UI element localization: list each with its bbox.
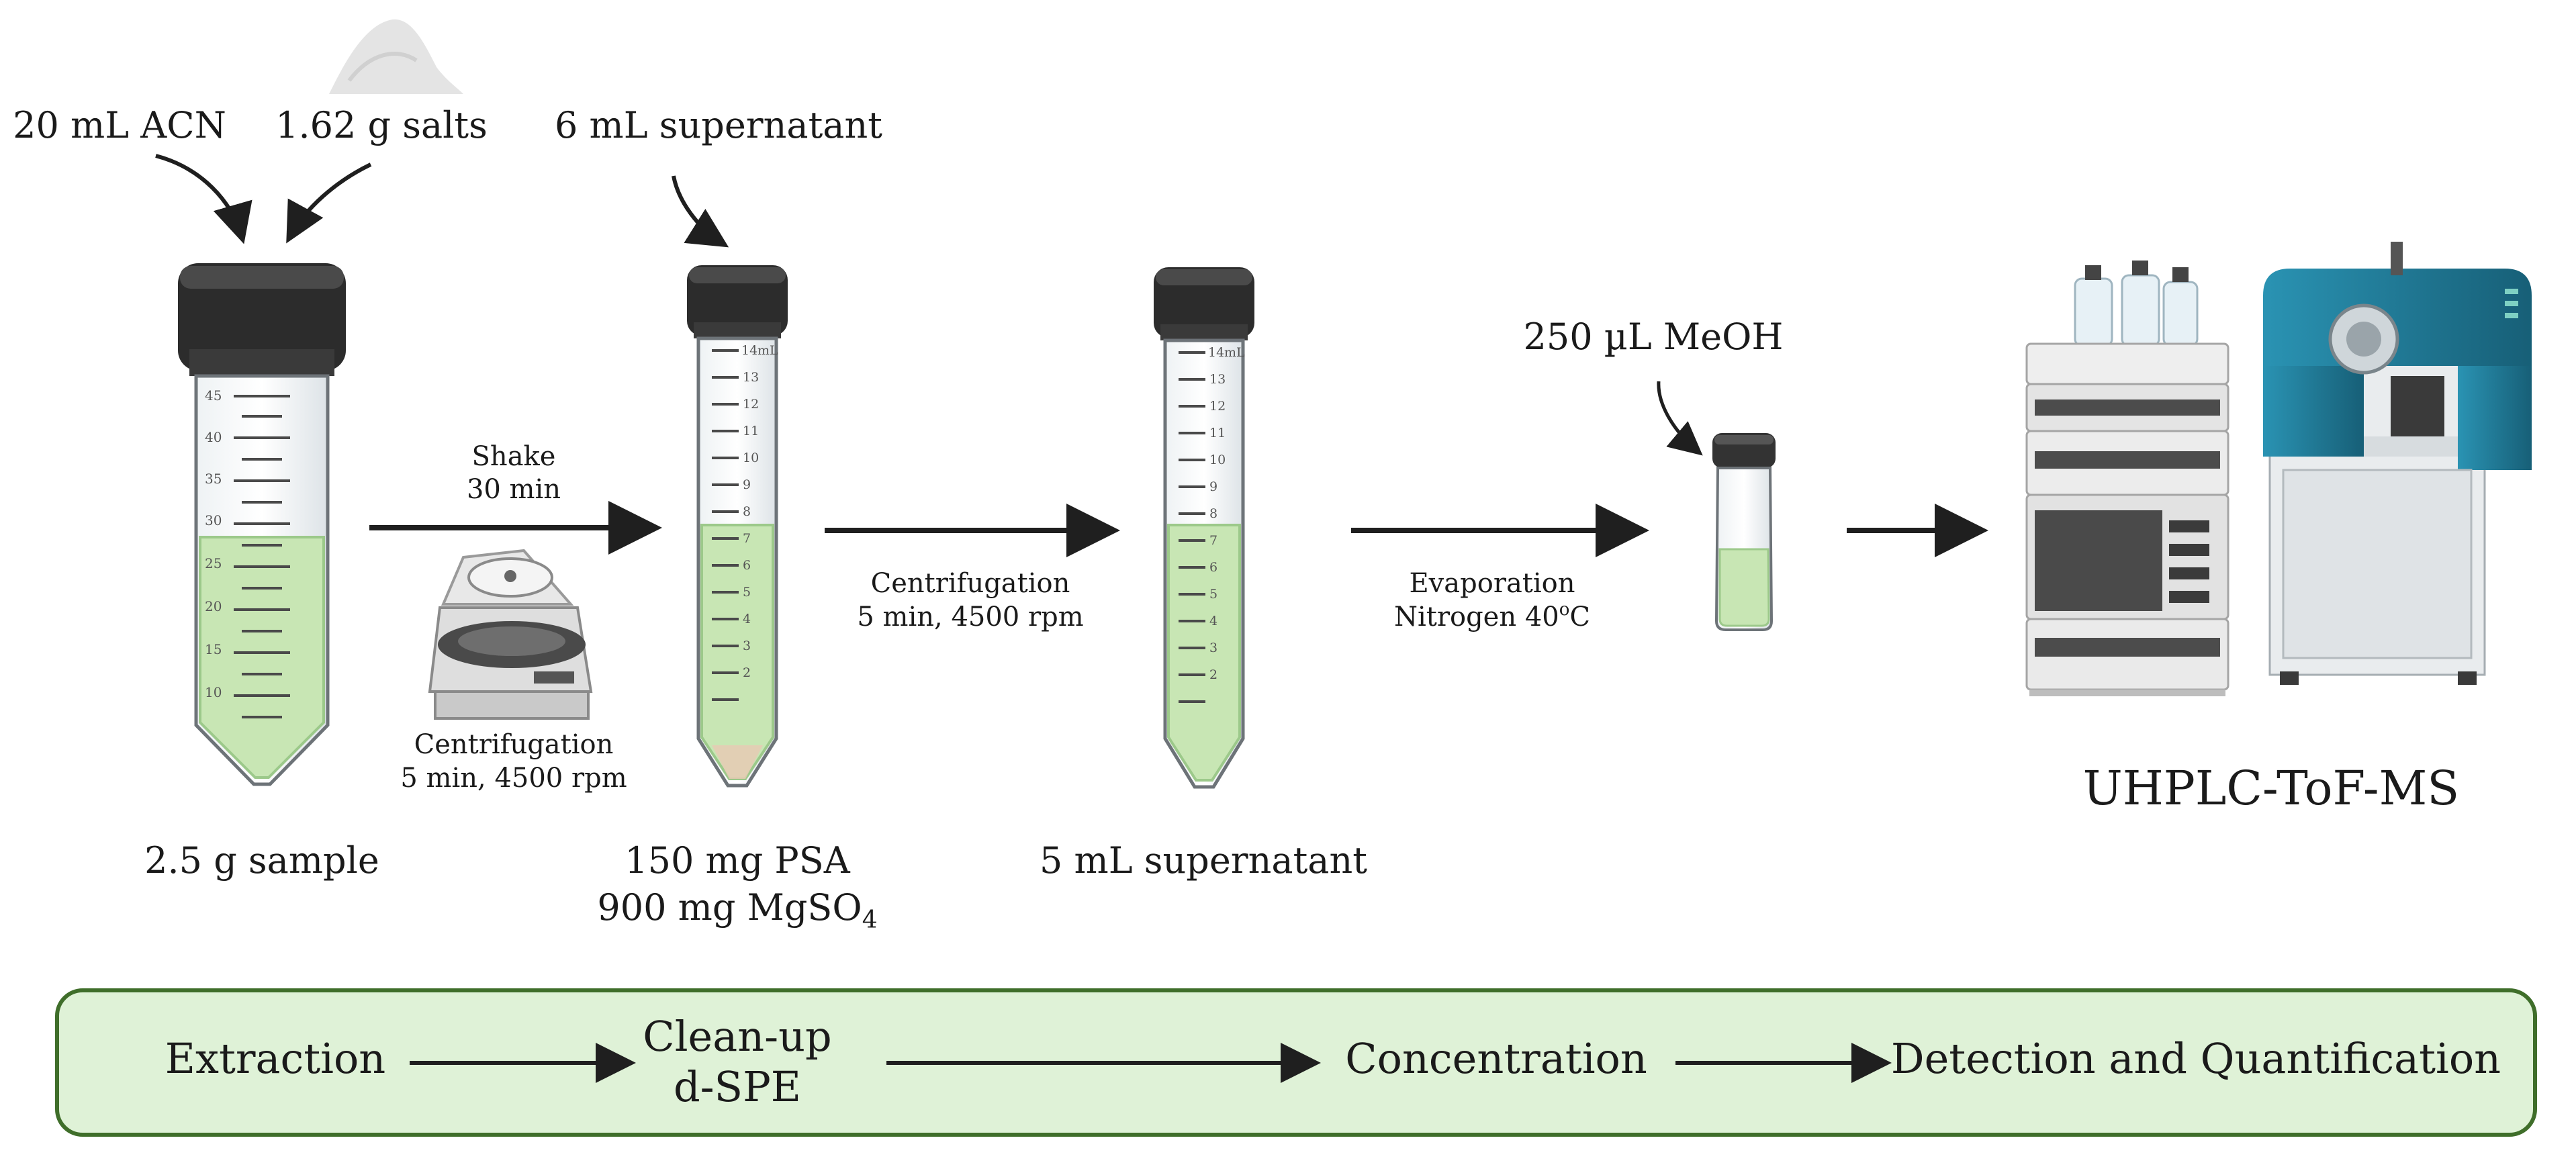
- svg-text:5: 5: [743, 585, 751, 600]
- svg-text:13: 13: [743, 370, 759, 385]
- svg-text:20: 20: [205, 598, 222, 614]
- supernatant-tube-icon: 14 mL 13 12 11 10 9 8 7 6 5 4 3 2: [1154, 267, 1254, 789]
- svg-text:10: 10: [743, 451, 759, 465]
- svg-text:4: 4: [1209, 614, 1217, 628]
- svg-text:10: 10: [1209, 453, 1226, 467]
- svg-text:mL: mL: [1224, 345, 1245, 360]
- evap-label-1: Evaporation: [1409, 568, 1575, 599]
- psa-label-1: 150 mg PSA: [625, 839, 850, 882]
- salts-label: 1.62 g salts: [275, 104, 488, 146]
- svg-text:12: 12: [743, 397, 759, 412]
- svg-text:25: 25: [205, 555, 222, 571]
- svg-text:6: 6: [743, 558, 751, 573]
- acn-arrow: [155, 154, 252, 244]
- svg-text:3: 3: [1209, 641, 1217, 655]
- svg-text:10: 10: [205, 684, 222, 700]
- centrifuge1-label-1: Centrifugation: [414, 729, 614, 760]
- svg-text:7: 7: [1209, 533, 1217, 548]
- svg-text:8: 8: [1209, 506, 1217, 521]
- svg-text:30: 30: [205, 512, 222, 528]
- svg-text:14: 14: [741, 343, 757, 358]
- stage-cleanup: Clean-up: [643, 1012, 831, 1061]
- centrifuge1-label-2: 5 min, 4500 rpm: [400, 763, 627, 794]
- tof-ms-icon: [2263, 242, 2532, 685]
- svg-text:40: 40: [205, 429, 222, 445]
- svg-text:3: 3: [743, 639, 751, 653]
- svg-text:8: 8: [743, 504, 751, 519]
- svg-text:35: 35: [205, 471, 222, 487]
- svg-text:4: 4: [743, 612, 751, 626]
- stage-extraction: Extraction: [165, 1034, 385, 1083]
- uhplc-stack-icon: [2025, 261, 2229, 696]
- meoh-arrow: [1657, 381, 1703, 456]
- sample-label: 2.5 g sample: [144, 839, 379, 882]
- meoh-label: 250 µL MeOH: [1524, 316, 1784, 358]
- svg-text:mL: mL: [757, 343, 778, 358]
- svg-text:13: 13: [1209, 372, 1226, 387]
- instrument-label: UHPLC-ToF-MS: [2083, 761, 2459, 816]
- salts-arrow: [286, 162, 372, 244]
- sample-tube-icon: 45 40 35 30 25 20 15 10: [178, 263, 346, 786]
- stage-dspe: d-SPE: [674, 1062, 801, 1111]
- svg-text:14: 14: [1208, 345, 1224, 360]
- svg-text:9: 9: [743, 477, 751, 492]
- svg-text:2: 2: [743, 665, 751, 680]
- psa-label-2: 900 mg MgSO4: [597, 886, 877, 934]
- sample-liquid: [199, 536, 325, 779]
- svg-text:15: 15: [205, 641, 222, 657]
- svg-text:12: 12: [1209, 399, 1226, 414]
- acn-label: 20 mL ACN: [13, 104, 226, 146]
- supernatant-out-label: 5 mL supernatant: [1040, 839, 1367, 882]
- svg-text:11: 11: [1209, 426, 1226, 440]
- dspe-liquid: [700, 524, 774, 780]
- vial-icon: [1712, 433, 1776, 631]
- svg-text:5: 5: [1209, 587, 1217, 602]
- supernatant-liquid: [1167, 524, 1241, 782]
- svg-text:6: 6: [1209, 560, 1217, 575]
- supernatant-in-label: 6 mL supernatant: [555, 104, 882, 146]
- stage-detection: Detection and Quantification: [1891, 1034, 2501, 1083]
- supernatant-in-arrow: [672, 175, 729, 248]
- salt-pile-icon: [329, 19, 463, 94]
- shake-label-2: 30 min: [467, 474, 561, 505]
- centrifuge-icon: [428, 549, 593, 720]
- svg-text:7: 7: [743, 531, 751, 546]
- evap-label-2: Nitrogen 40oC: [1394, 600, 1590, 632]
- shake-label-1: Shake: [472, 441, 556, 472]
- stage-concentration: Concentration: [1345, 1034, 1647, 1083]
- svg-text:9: 9: [1209, 479, 1217, 494]
- vial-liquid: [1718, 548, 1770, 627]
- centrifuge2-label-2: 5 min, 4500 rpm: [857, 602, 1083, 632]
- dspe-tube-icon: 14 mL 13 12 11 10 9 8 7 6 5 4 3 2: [687, 265, 788, 788]
- svg-text:45: 45: [205, 387, 222, 404]
- svg-text:2: 2: [1209, 667, 1217, 682]
- svg-text:11: 11: [743, 424, 759, 438]
- centrifuge2-label-1: Centrifugation: [871, 568, 1070, 599]
